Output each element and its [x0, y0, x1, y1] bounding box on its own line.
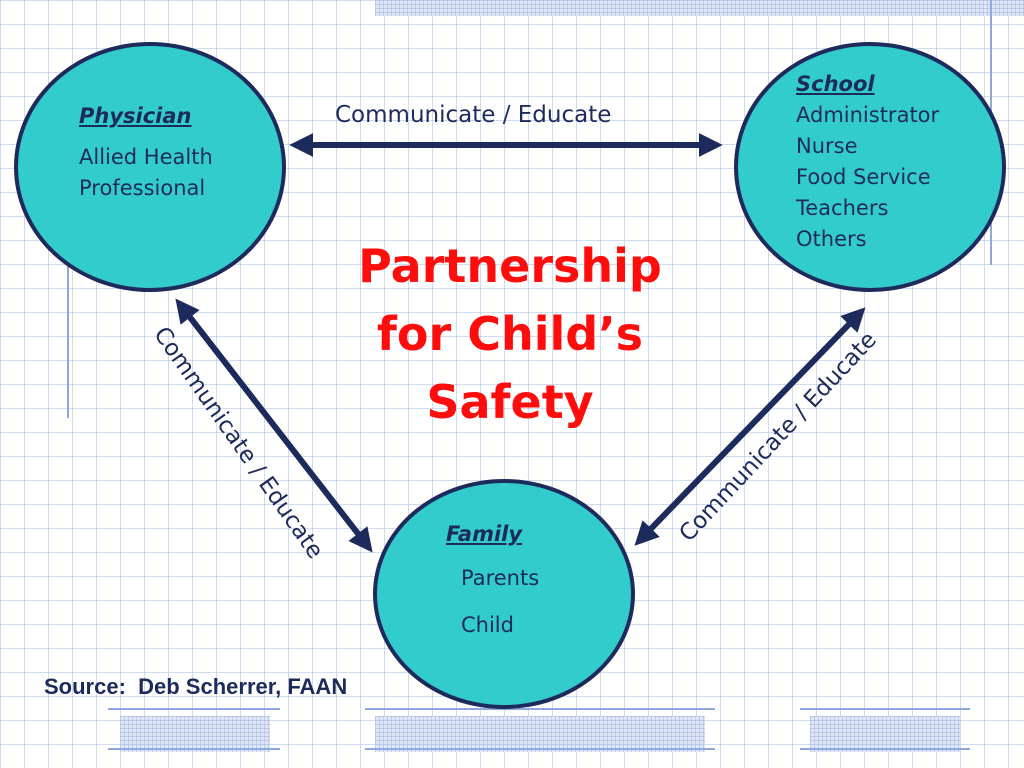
- decorative-grid-block-bottom-2: [375, 716, 705, 752]
- physician-title: Physician: [79, 104, 192, 128]
- decorative-rule-bottom-4: [365, 748, 715, 750]
- school-text: School Administrator Nurse Food Service …: [796, 69, 939, 255]
- decorative-grid-block-bottom-1: [120, 716, 270, 752]
- decorative-grid-band-top: [375, 0, 1024, 16]
- arrow-school-family: [634, 307, 866, 546]
- physician-text: Physician Allied Health Professional: [79, 101, 213, 204]
- family-line-2: Child: [461, 613, 514, 637]
- school-node: [734, 42, 1006, 292]
- school-title: School: [796, 72, 875, 96]
- physician-line-2: Professional: [79, 176, 206, 200]
- school-line-2: Nurse: [796, 134, 858, 158]
- family-text: Family Parents Child: [446, 519, 539, 641]
- decorative-rule-bottom-3: [365, 708, 715, 710]
- arrow-physician-family: [175, 298, 373, 553]
- decorative-rule-bottom-2: [108, 748, 280, 750]
- decorative-rule-bottom-1: [108, 708, 280, 710]
- decorative-rule-left: [67, 250, 69, 418]
- school-line-4: Teachers: [796, 196, 889, 220]
- center-title-line-2: for Child’s: [376, 307, 644, 361]
- center-title-line-1: Partnership: [358, 239, 662, 293]
- source-credit: Source: Deb Scherrer, FAAN: [44, 674, 348, 699]
- school-line-3: Food Service: [796, 165, 931, 189]
- center-title-line-3: Safety: [426, 375, 594, 429]
- family-line-1: Parents: [461, 566, 540, 590]
- family-node: [373, 479, 635, 709]
- center-title: Partnership for Child’s Safety: [330, 232, 690, 436]
- edge-label-top: Communicate / Educate: [335, 102, 612, 128]
- physician-node: [14, 42, 286, 292]
- physician-line-1: Allied Health: [79, 145, 213, 169]
- school-line-5: Others: [796, 227, 867, 251]
- decorative-grid-block-bottom-3: [810, 716, 960, 752]
- family-title: Family: [446, 522, 523, 546]
- decorative-rule-bottom-6: [800, 748, 970, 750]
- decorative-rule-bottom-5: [800, 708, 970, 710]
- school-line-1: Administrator: [796, 103, 940, 127]
